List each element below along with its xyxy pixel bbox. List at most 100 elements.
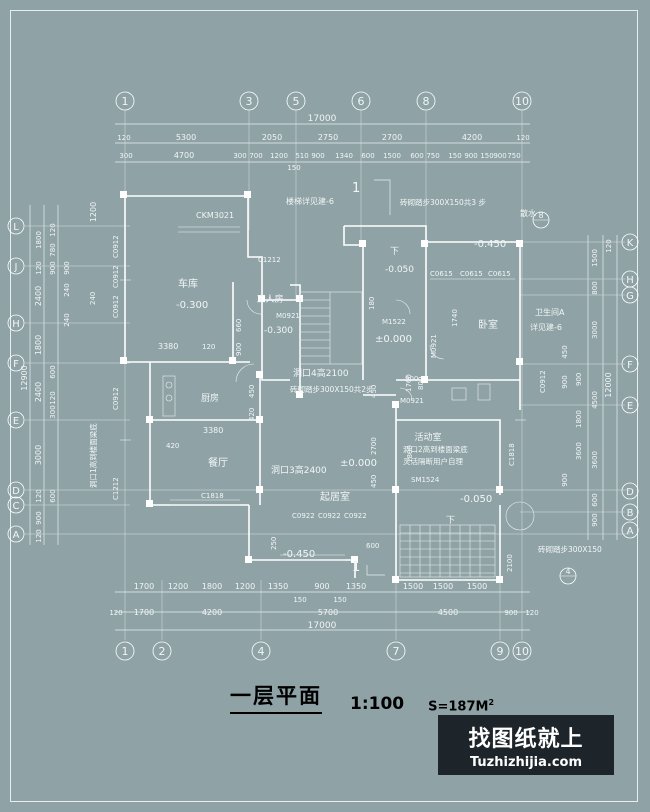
dim-text: 900	[464, 152, 477, 160]
note-stair-mid: 砖砌踏步300X150共2步	[290, 384, 374, 394]
top-axis-label: 5	[293, 95, 300, 108]
opening-labels: CKM3021 C1212 C0912 C0912 C0912 M0921 M1…	[112, 211, 547, 520]
door-swings	[235, 299, 535, 531]
room-bathroom: 卫生间A	[535, 307, 565, 317]
bottom-axis-label: 2	[159, 645, 166, 658]
level-living: ±0.000	[340, 458, 377, 469]
dim-text: 2700	[382, 133, 402, 142]
room-bedroom: 卧室	[478, 318, 498, 331]
label-opening: C0615	[460, 270, 483, 278]
dim-text: 900	[35, 511, 43, 524]
label-CKM3021: CKM3021	[196, 211, 234, 220]
left-axis-label: E	[13, 416, 19, 427]
dim-text: 660	[235, 319, 243, 332]
bottom-total-dim: 17000	[308, 621, 337, 631]
label-opening: C0912	[539, 370, 547, 393]
dim-text: 180	[368, 297, 376, 310]
top-axis-label: 6	[358, 95, 365, 108]
note-stair-detail: 楼梯详见建-6	[286, 196, 334, 206]
dim-text: 120	[49, 223, 57, 236]
dim-text: 2400	[34, 286, 43, 306]
floor-area-value: S=187M	[428, 699, 489, 714]
level-entry: -0.050	[385, 265, 414, 275]
dim-text: 120	[35, 489, 43, 502]
dim-text: 120	[35, 529, 43, 542]
dim-text: 3380	[203, 426, 223, 435]
dim-text: 1200	[89, 202, 98, 222]
dim-text: 1200	[270, 152, 288, 160]
dim-text: 1350	[346, 582, 366, 591]
kitchen-fixtures	[162, 375, 491, 417]
label-opening: M0921	[276, 312, 300, 320]
right-dimensions: 1500 120 800 3000 1740 450 900 3600 900 …	[451, 235, 618, 540]
dim-text: 3600	[591, 451, 599, 469]
dim-text: 900	[405, 375, 418, 383]
detail-4-label: 4	[565, 567, 570, 576]
dim-text: 3380	[158, 342, 178, 351]
columns	[120, 191, 523, 583]
dim-text: 150	[333, 596, 346, 604]
dim-text: 120	[202, 343, 215, 351]
dim-text: 120	[605, 239, 613, 252]
dim-text: 900	[235, 343, 243, 356]
dim-text: 1800	[202, 582, 222, 591]
dim-text: 120	[516, 134, 529, 142]
left-axis-label: H	[12, 319, 20, 330]
top-axis-bubbles: 1 3 5 6 8 10	[115, 91, 532, 111]
note-hole-3: 洞口3高2400	[271, 464, 327, 476]
label-opening: C0615	[488, 270, 511, 278]
dim-text: 150	[448, 152, 461, 160]
dim-text: 600	[366, 542, 379, 550]
room-activity: 活动室	[414, 431, 441, 443]
dim-text: 1200	[235, 582, 255, 591]
dim-text: 5300	[176, 133, 196, 142]
sheet-border	[10, 10, 638, 802]
dim-text: 600	[361, 152, 374, 160]
dim-text: 1800	[575, 410, 583, 428]
dim-text: 300	[233, 152, 246, 160]
right-axis-label: H	[626, 275, 634, 286]
bottom-axis-label: 7	[393, 645, 400, 658]
room-kitchen: 厨房	[201, 392, 219, 404]
dim-text: 900	[63, 261, 71, 274]
dim-text: 800	[591, 281, 599, 294]
label-opening: C0912	[112, 235, 120, 258]
dim-text: 240	[89, 292, 97, 305]
logo-url-text: Tuzhizhijia.com	[469, 755, 583, 770]
label-opening: C0615	[430, 270, 453, 278]
dim-text: 1700	[134, 582, 154, 591]
right-axis-label: A	[627, 526, 634, 537]
right-axis-label: F	[627, 360, 633, 371]
left-axis-label: F	[13, 359, 19, 370]
dim-text: 900	[561, 473, 569, 486]
label-opening: C0922	[292, 512, 315, 520]
note-stair-top: 砖砌踏步300X150共3 步	[400, 197, 486, 207]
dim-text: 750	[426, 152, 439, 160]
dim-text: 4500	[438, 608, 458, 617]
section-marks	[366, 179, 391, 576]
right-axis-label: K	[627, 238, 634, 249]
note-hole-2b: 灵活隔断用户自理	[403, 456, 463, 466]
room-dining: 餐厅	[208, 456, 228, 469]
note-hole-4: 洞口4高2100	[293, 367, 349, 379]
level-activity: -0.050	[460, 494, 492, 505]
top-axis-label: 3	[246, 95, 253, 108]
dim-text: 450	[370, 385, 378, 398]
top-dimensions: 17000 120 5300 2050 2750 2700 4200 120 3…	[115, 114, 530, 172]
bottom-axis-label: 4	[258, 645, 265, 658]
drawing-title: 一层平面	[230, 680, 322, 714]
dim-text: 12900	[20, 365, 29, 390]
room-garage: 车库	[178, 277, 198, 290]
windows	[120, 226, 526, 561]
dim-text: 300	[119, 152, 132, 160]
dim-text: 150	[480, 152, 493, 160]
walls	[120, 195, 521, 581]
note-hole-1: 洞口1高到楼面梁底	[88, 423, 98, 488]
dim-text: 510	[295, 152, 308, 160]
dim-text: 1500	[591, 249, 599, 267]
dim-text: 2750	[318, 133, 338, 142]
dim-text: 900	[591, 513, 599, 526]
dim-text: 780	[49, 243, 57, 256]
label-opening: C1212	[112, 477, 120, 500]
